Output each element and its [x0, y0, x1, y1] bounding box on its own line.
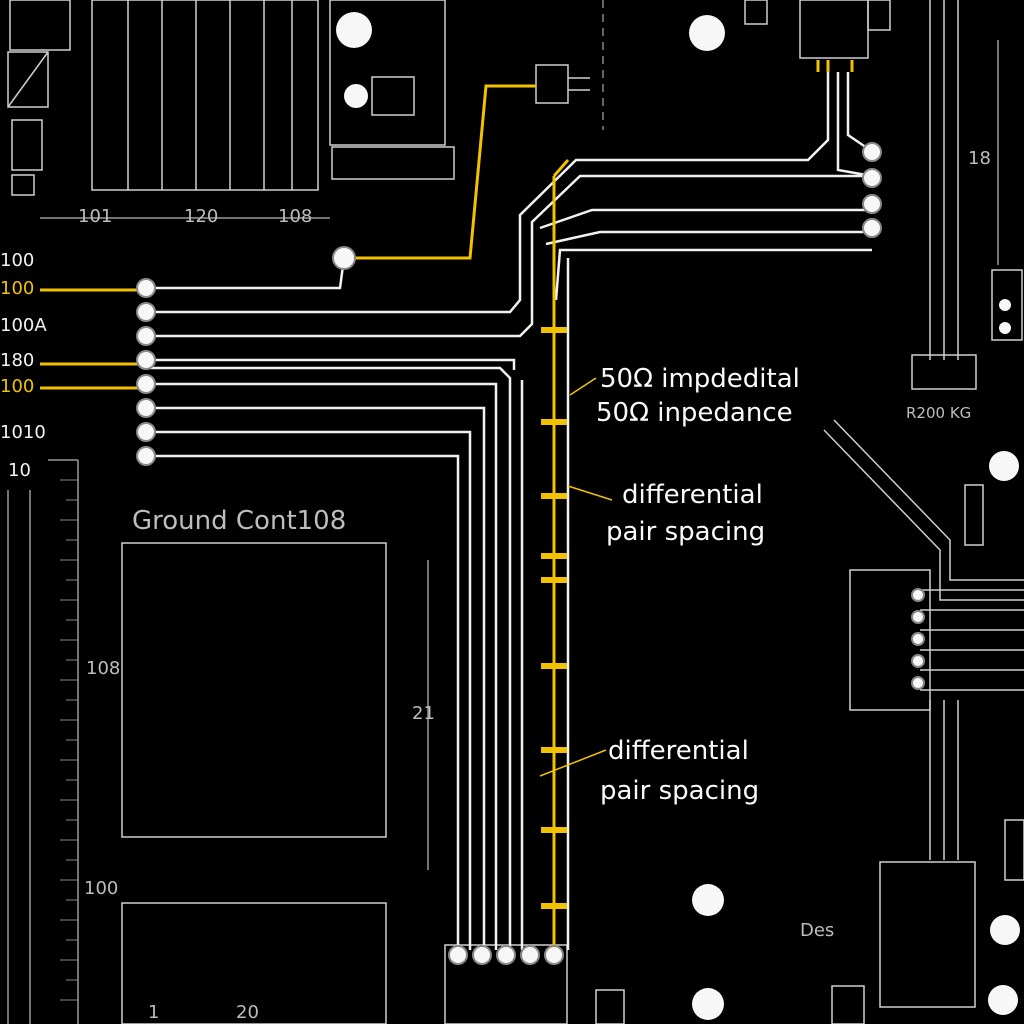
ground-plane-region [121, 542, 387, 838]
right-dimension-label: 18 [968, 148, 991, 169]
signal-traces [146, 72, 873, 950]
bottom-dimension-label: 1 [148, 1002, 160, 1023]
bottom-dimension-label: 20 [236, 1002, 259, 1023]
component-outline [11, 119, 43, 171]
left-dimension-label: 100 [84, 878, 119, 899]
left-net-label: 100 [0, 278, 35, 299]
left-net-label: 180 [0, 350, 35, 371]
differential-spacing-annotation: pair spacing [606, 517, 766, 547]
component-outline [11, 174, 35, 196]
connector-block [849, 569, 931, 711]
component-outline [535, 64, 569, 104]
ruler-label: 10 [8, 460, 31, 481]
component-outline [331, 146, 455, 180]
connector-block [91, 0, 319, 191]
component-label: Des [800, 920, 835, 941]
header-label: R200 KG [906, 404, 972, 422]
component-outline [879, 861, 976, 1008]
ground-dimension-label: 108 [86, 658, 121, 679]
mounting-holes [336, 12, 1020, 1020]
ground-plane-region [121, 902, 387, 1024]
component-outline [911, 354, 977, 390]
differential-spacing-annotation: differential [622, 480, 763, 510]
component-outline [9, 0, 71, 51]
differential-pair-trace [40, 60, 854, 950]
differential-spacing-annotation: differential [608, 736, 749, 766]
differential-spacing-annotation: pair spacing [600, 776, 760, 806]
component-outline [7, 51, 49, 108]
component-outline [964, 484, 984, 546]
header-component [799, 0, 869, 59]
left-net-label: 100 [0, 376, 35, 397]
via-pads [136, 142, 925, 965]
top-dimension-label: 108 [278, 206, 313, 227]
impedance-annotation: 50Ω inpedance [596, 398, 793, 428]
component-outline [991, 269, 1023, 341]
top-dimension-label: 120 [184, 206, 219, 227]
ground-dimension-label: 21 [412, 703, 435, 724]
left-net-label: 1010 [0, 422, 46, 443]
impedance-annotation: 50Ω impdedital [600, 364, 800, 394]
component-outline [371, 76, 415, 116]
left-net-label: 100A [0, 315, 47, 336]
left-net-label: 100 [0, 250, 35, 271]
top-dimension-label: 101 [78, 206, 113, 227]
ground-region-title: Ground Cont108 [132, 506, 347, 536]
component-outline [329, 0, 446, 146]
